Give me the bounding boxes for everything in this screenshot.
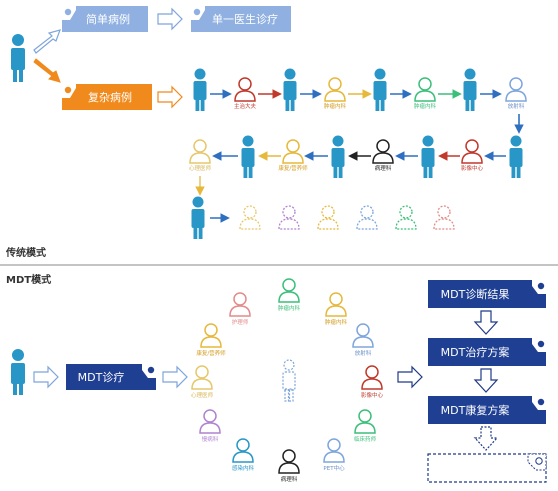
doctor-icon — [433, 205, 455, 230]
ring-label: 心理医师 — [191, 391, 214, 399]
chain-label: 病理科 — [375, 164, 392, 172]
ring-label: PET中心 — [323, 464, 345, 472]
doctor-icon-radiology — [505, 77, 527, 102]
complex-case-box: 复杂病例 — [62, 84, 152, 110]
mdt-consult-box: MDT诊疗 — [66, 364, 156, 390]
doctor-icon-imaging — [361, 365, 383, 390]
chain-label: 肿瘤内科 — [324, 102, 347, 110]
ring-label: 康复/营养师 — [196, 349, 226, 357]
arrow-to-simple-icon — [33, 29, 61, 54]
doctor-icon-pet — [323, 438, 345, 463]
doctor-icon-rehab — [200, 323, 222, 348]
ring-label: 临床药师 — [354, 435, 377, 443]
arrow-to-complex-icon — [33, 58, 61, 83]
doctor-icon-pharmacist — [354, 409, 376, 434]
mdt-section-label: MDT模式 — [6, 273, 51, 286]
doctor-icon — [356, 205, 378, 230]
single-doctor-box: 单一医生诊疗 — [191, 6, 291, 32]
arrow-to-results-icon — [397, 365, 423, 389]
patient-icon-start — [11, 34, 25, 82]
chain-label: 肿瘤内科 — [414, 102, 437, 110]
doctor-icon-nurse — [229, 292, 251, 317]
ring-label: 肿瘤内科 — [278, 304, 301, 312]
mdt-result-box: MDT诊断结果 — [428, 280, 546, 308]
patient-icon — [373, 68, 387, 111]
mdt-treatment-label: MDT治疗方案 — [441, 345, 510, 359]
chain-label: 主治大夫 — [234, 102, 257, 110]
complex-case-label: 复杂病例 — [88, 90, 132, 104]
arrow-down-icon — [473, 310, 499, 335]
ring-label: 病理科 — [281, 475, 298, 483]
doctor-icon-infection — [232, 438, 254, 463]
doctor-icon-attending — [234, 77, 256, 102]
traditional-section: 简单病例 单一医生诊疗 复杂病例 — [5, 6, 527, 259]
doctor-icon-oncology-2 — [325, 292, 347, 317]
doctor-icon-psychology — [189, 139, 211, 164]
doctor-icon-pathology — [372, 139, 394, 164]
center-patient-icon — [282, 359, 296, 402]
doctor-icon-imaging — [461, 139, 483, 164]
ring-label: 护理师 — [232, 318, 249, 326]
doctor-icon-pathology — [278, 449, 300, 474]
chain-label: 心理医师 — [189, 164, 212, 172]
mdt-rehab-box: MDT康复方案 — [428, 396, 546, 424]
simple-case-label: 简单病例 — [86, 12, 130, 26]
doctor-icon — [239, 205, 261, 230]
patient-icon — [421, 135, 435, 178]
patient-icon — [241, 135, 255, 178]
patient-icon — [463, 68, 477, 111]
chain-label: 影像中心 — [461, 164, 484, 172]
ring-label: 感染内科 — [232, 464, 255, 472]
single-doctor-label: 单一医生诊疗 — [212, 12, 278, 26]
traditional-section-label: 传统模式 — [5, 246, 46, 259]
doctor-icon-psychology — [191, 365, 213, 390]
faded-doctors-row — [239, 205, 455, 230]
patient-icon — [331, 135, 345, 178]
mdt-result-label: MDT诊断结果 — [441, 287, 510, 301]
doctor-icon-oncology — [324, 77, 346, 102]
arrow-to-ring-icon — [162, 365, 188, 389]
specialist-ring — [191, 278, 383, 474]
arrow-to-mdt-consult-icon — [33, 365, 59, 389]
doctor-icon — [317, 205, 339, 230]
chain-patients — [191, 68, 523, 239]
ring-label: 慢病科 — [202, 435, 219, 443]
ring-label: 放射科 — [355, 349, 372, 357]
mdt-section: MDT模式 MDT诊疗 — [6, 273, 547, 483]
arrow-complex-to-chain-icon — [157, 85, 183, 109]
mdt-placeholder-box — [427, 453, 547, 483]
ring-label: 影像中心 — [361, 391, 384, 399]
mdt-consult-label: MDT诊疗 — [78, 370, 125, 384]
ring-label: 肿瘤内科 — [325, 318, 348, 326]
simple-case-box: 简单病例 — [62, 6, 148, 32]
chain-label: 康复/营养师 — [278, 164, 308, 172]
patient-icon — [509, 135, 523, 178]
doctor-icon-oncology — [278, 278, 300, 303]
chain-label: 放射科 — [508, 102, 525, 110]
doctor-icon-oncology-2 — [414, 77, 436, 102]
patient-icon — [193, 68, 207, 111]
doctor-icon-rehab — [282, 139, 304, 164]
mdt-rehab-label: MDT康复方案 — [441, 403, 510, 417]
patient-icon-mdt — [11, 349, 25, 395]
arrow-down-icon — [473, 368, 499, 393]
patient-icon — [283, 68, 297, 111]
arrow-simple-to-single-icon — [157, 7, 183, 31]
doctor-icon — [278, 205, 300, 230]
arrow-down-dashed-icon — [473, 426, 499, 451]
doctor-icon-chronic — [199, 409, 221, 434]
patient-icon — [191, 196, 205, 239]
mdt-treatment-box: MDT治疗方案 — [428, 338, 546, 366]
doctor-icon — [395, 205, 417, 230]
doctor-icon-radiology — [352, 323, 374, 348]
